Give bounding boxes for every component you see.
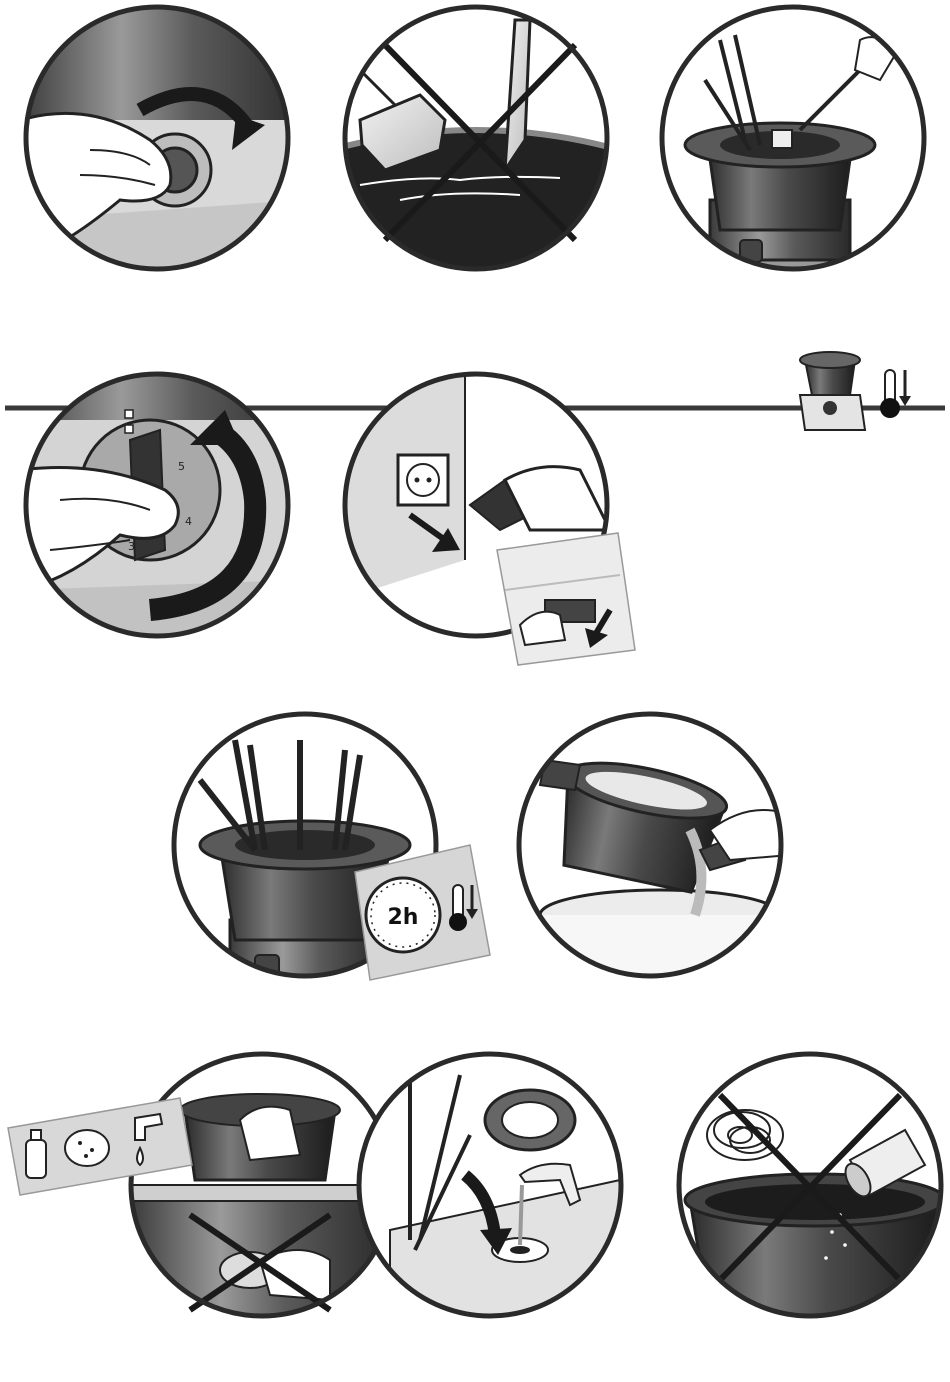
knob-scale-label: 3	[128, 540, 135, 553]
panel-turn-knob-off	[20, 0, 310, 270]
ring-guard-icon	[485, 1090, 575, 1150]
knob-scale-label: 5	[178, 460, 185, 473]
panel-no-metal-utensils	[330, 7, 620, 280]
panel-fondue-in-use	[662, 7, 924, 270]
panel-empty-pot	[519, 714, 790, 990]
panel-wash-pot	[130, 1054, 393, 1320]
panel-cool-down: 2h	[174, 714, 490, 980]
wall-socket-icon	[398, 455, 448, 505]
panel-no-abrasives	[679, 1054, 945, 1320]
panel-wash-accessories	[359, 1054, 621, 1320]
cool-down-badge	[800, 352, 911, 430]
thermometer-down-icon	[880, 370, 911, 418]
knob-scale-label: 4	[185, 515, 192, 528]
timer-duration-label: 2h	[388, 905, 419, 930]
sponge-icon	[65, 1130, 109, 1166]
unplug-base-detail-inset	[497, 533, 635, 665]
panel-unplug	[340, 370, 635, 665]
